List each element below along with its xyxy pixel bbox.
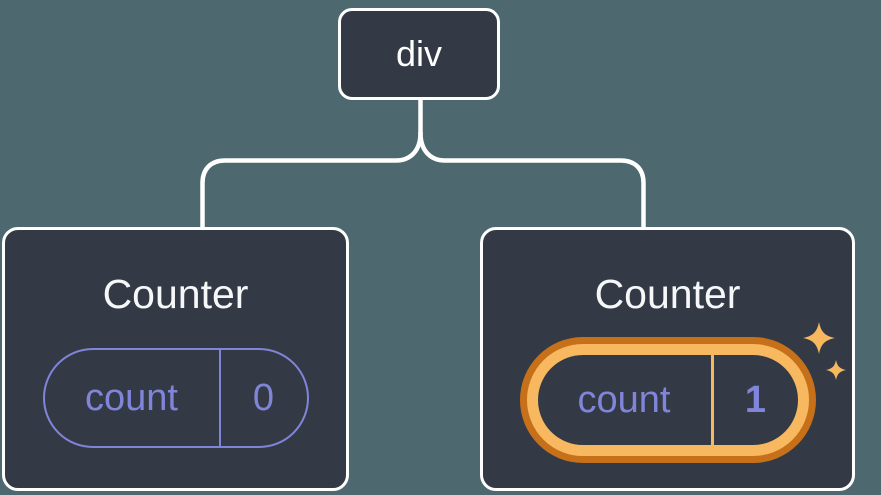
- sparkle-icon: [826, 360, 846, 380]
- connector-left-branch: [200, 130, 423, 230]
- state-value: 0: [252, 376, 275, 419]
- component-title: Counter: [102, 271, 249, 317]
- state-name: count: [577, 378, 671, 421]
- component-title: Counter: [594, 271, 741, 317]
- sparkle-icon: [803, 322, 835, 354]
- state-pill: count 0: [42, 348, 309, 448]
- state-pill-highlighted: count 1: [526, 344, 809, 456]
- state-name: count: [85, 376, 178, 419]
- connector-right-branch: [418, 130, 646, 230]
- div-node-label: div: [395, 33, 443, 74]
- tree-node-div: div: [338, 8, 500, 100]
- pill-divider: [710, 355, 714, 445]
- counter-card-left: Counter count 0: [2, 227, 349, 491]
- pill-divider: [218, 350, 221, 446]
- state-value: 1: [744, 378, 767, 421]
- counter-card-right: Counter count 1: [480, 227, 855, 491]
